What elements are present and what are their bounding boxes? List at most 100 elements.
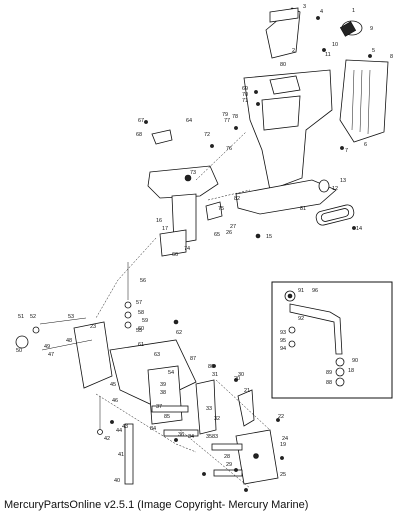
callout-68: 68 — [136, 132, 142, 138]
callout-25: 25 — [280, 472, 286, 478]
callout-83: 83 — [212, 434, 218, 440]
callout-2: 2 — [292, 48, 295, 54]
callout-48: 48 — [66, 338, 72, 344]
callout-75: 75 — [218, 206, 224, 212]
mount-block-part[interactable] — [159, 229, 187, 257]
callout-23: 23 — [90, 324, 96, 330]
callout-93: 93 — [280, 330, 286, 336]
callout-79: 79 — [222, 112, 228, 118]
callout-4: 4 — [320, 9, 323, 15]
callout-35: 35 — [206, 434, 212, 440]
callout-7: 7 — [345, 148, 348, 154]
callout-19: 19 — [280, 442, 286, 448]
callout-67: 67 — [138, 118, 144, 124]
callout-43: 43 — [122, 424, 128, 430]
callout-34: 34 — [188, 434, 194, 440]
callout-14: 14 — [356, 226, 362, 232]
water-tube-seal-part[interactable] — [339, 20, 363, 37]
callout-76: 76 — [226, 146, 232, 152]
callout-80: 80 — [280, 62, 286, 68]
adjustment-rod-part[interactable] — [97, 396, 103, 435]
callout-17: 17 — [162, 226, 168, 232]
callout-24: 24 — [282, 436, 288, 442]
lower-pin-part[interactable] — [151, 405, 199, 437]
callout-10: 10 — [332, 42, 338, 48]
callout-55: 55 — [136, 328, 142, 334]
callout-40: 40 — [114, 478, 120, 484]
callout-44: 44 — [116, 428, 122, 434]
callout-20: 20 — [234, 376, 240, 382]
driveshaft-housing-part[interactable] — [243, 69, 333, 191]
callout-74: 74 — [184, 246, 190, 252]
callout-22: 22 — [278, 414, 284, 420]
callout-66: 66 — [172, 252, 178, 258]
steering-link-rod-part[interactable] — [284, 290, 345, 387]
callout-50: 50 — [16, 348, 22, 354]
callout-3: 3 — [303, 4, 306, 10]
callout-33: 33 — [206, 406, 212, 412]
callout-61: 61 — [138, 342, 144, 348]
tilt-tube-part[interactable] — [15, 317, 93, 351]
callout-88: 88 — [326, 380, 332, 386]
steering-rod-part[interactable] — [124, 262, 132, 329]
callout-57: 57 — [136, 300, 142, 306]
callout-37: 37 — [156, 404, 162, 410]
callout-16: 16 — [156, 218, 162, 224]
callout-29: 29 — [226, 462, 232, 468]
driveshaft-housing-cover-part[interactable] — [339, 59, 389, 143]
callout-65: 65 — [214, 232, 220, 238]
callout-45: 45 — [110, 382, 116, 388]
callout-85: 85 — [164, 414, 170, 420]
callout-70: 70 — [242, 92, 248, 98]
callout-5: 5 — [372, 48, 375, 54]
callout-90: 90 — [352, 358, 358, 364]
callout-49: 49 — [44, 344, 50, 350]
callout-77: 77 — [224, 118, 230, 124]
callout-8: 8 — [390, 54, 393, 60]
callout-11: 11 — [325, 52, 331, 58]
callout-58: 58 — [138, 310, 144, 316]
callout-91: 91 — [298, 288, 304, 294]
callout-64: 64 — [186, 118, 192, 124]
callout-41: 41 — [118, 452, 124, 458]
callout-21: 21 — [244, 388, 250, 394]
exhaust-tube-part[interactable] — [265, 7, 301, 59]
callout-71: 71 — [242, 98, 248, 104]
callout-96: 96 — [312, 288, 318, 294]
callout-13: 13 — [340, 178, 346, 184]
hardware-fasteners — [110, 16, 372, 492]
alignment-lines — [95, 131, 271, 489]
callout-81: 81 — [300, 206, 306, 212]
callout-51: 51 — [18, 314, 24, 320]
callout-9: 9 — [370, 26, 373, 32]
long-tube-part[interactable] — [124, 423, 134, 485]
callout-18: 18 — [348, 368, 354, 374]
callout-32: 32 — [214, 416, 220, 422]
callout-47: 47 — [48, 352, 54, 358]
callout-38: 38 — [160, 390, 166, 396]
callout-27: 27 — [230, 224, 236, 230]
callout-62: 62 — [176, 330, 182, 336]
callout-52: 52 — [30, 314, 36, 320]
callout-12: 12 — [332, 186, 338, 192]
rubber-mount-part[interactable] — [318, 179, 330, 193]
trim-bracket-part[interactable] — [235, 389, 279, 485]
callout-labels: 1 2 3 4 5 6 7 8 9 10 11 12 13 14 15 16 1… — [16, 4, 393, 484]
gasket-part[interactable] — [269, 75, 301, 95]
callout-46: 46 — [112, 398, 118, 404]
callout-53: 53 — [68, 314, 74, 320]
callout-30: 30 — [238, 372, 244, 378]
bracket-block-part[interactable] — [151, 129, 223, 221]
callout-84: 84 — [150, 426, 156, 432]
thrust-rod-part[interactable] — [211, 443, 243, 477]
callout-72: 72 — [204, 132, 210, 138]
callout-26: 26 — [226, 230, 232, 236]
callout-86: 86 — [208, 364, 214, 370]
exhaust-plate-part[interactable] — [235, 179, 337, 215]
callout-56: 56 — [140, 278, 146, 284]
callout-36: 36 — [178, 432, 184, 438]
anode-plate-part[interactable] — [315, 204, 355, 227]
callout-60: 60 — [138, 326, 144, 332]
